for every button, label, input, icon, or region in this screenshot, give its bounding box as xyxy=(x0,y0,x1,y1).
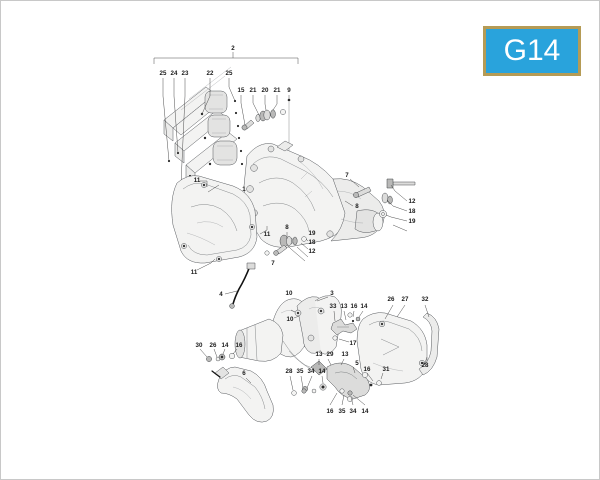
callout-11-c: 11 xyxy=(191,269,198,276)
callout-16-c: 16 xyxy=(364,366,371,373)
callout-25-b: 25 xyxy=(226,70,233,77)
intake-hardware xyxy=(241,98,291,152)
callout-17: 17 xyxy=(350,340,357,347)
airbox-body xyxy=(243,140,385,248)
callout-16-a: 16 xyxy=(236,342,243,349)
muffler xyxy=(211,366,274,423)
right-leaders xyxy=(385,184,408,232)
callout-8-upper: 8 xyxy=(355,203,359,210)
exhaust-manifold xyxy=(234,295,342,372)
callout-19: 19 xyxy=(409,218,416,225)
callout-19-b: 19 xyxy=(309,230,316,237)
callout-16-b: 16 xyxy=(351,303,358,310)
callout-24: 24 xyxy=(171,70,178,77)
breather-hose xyxy=(224,262,256,309)
callout-15: 15 xyxy=(238,87,245,94)
callout-14-d: 14 xyxy=(362,408,369,415)
callout-14-a: 14 xyxy=(222,342,229,349)
callout-35-b: 35 xyxy=(339,408,346,415)
callout-9: 9 xyxy=(287,87,291,94)
callout-6: 6 xyxy=(242,370,246,377)
callout-28-b: 28 xyxy=(422,362,429,369)
callout-12: 12 xyxy=(409,198,416,205)
callout-22: 22 xyxy=(207,70,214,77)
callout-29: 29 xyxy=(327,351,334,358)
callout-8: 8 xyxy=(285,224,289,231)
callout-31: 31 xyxy=(383,366,390,373)
callout-28-a: 28 xyxy=(286,368,293,375)
callout-23: 23 xyxy=(182,70,189,77)
callout-11-b: 11 xyxy=(264,231,271,238)
callout-bracket-2 xyxy=(153,52,299,64)
bottom-hardware xyxy=(329,388,366,406)
callout-18-b: 18 xyxy=(309,239,316,246)
diagram-badge-label: G14 xyxy=(503,34,561,67)
callout-11-a: 11 xyxy=(194,177,201,184)
callout-16-d: 16 xyxy=(327,408,334,415)
callout-34-b: 34 xyxy=(350,408,357,415)
callout-7-upper: 7 xyxy=(345,172,349,179)
callout-34-a: 34 xyxy=(308,368,315,375)
bottom-left-hardware xyxy=(289,375,324,396)
bolt-7-upper xyxy=(349,178,372,198)
callout-13-b: 13 xyxy=(316,351,323,358)
callout-33: 33 xyxy=(330,303,337,310)
shield-bracket xyxy=(330,310,364,343)
cover-leaders xyxy=(196,180,268,271)
callout-10-b: 10 xyxy=(287,316,294,323)
mid-leaders xyxy=(286,232,309,262)
callout-32: 32 xyxy=(422,296,429,303)
callout-13-a: 13 xyxy=(341,303,348,310)
manifold-leaders xyxy=(290,296,329,319)
callout-14-c: 14 xyxy=(319,368,326,375)
callout-27: 27 xyxy=(402,296,409,303)
mid-hardware xyxy=(264,234,307,256)
callout-2: 2 xyxy=(231,45,235,52)
callout-4: 4 xyxy=(219,291,223,298)
top-mid-leaders xyxy=(240,95,290,126)
callout-26-b: 26 xyxy=(388,296,395,303)
callout-30: 30 xyxy=(196,342,203,349)
callout-14-b: 14 xyxy=(361,303,368,310)
top-left-leaders xyxy=(162,78,236,185)
callout-20: 20 xyxy=(262,87,269,94)
callout-3: 3 xyxy=(330,290,334,297)
callout-26-a: 26 xyxy=(210,342,217,349)
callout-13-c: 13 xyxy=(342,351,349,358)
lower-left-hardware xyxy=(199,348,238,362)
callout-21-a: 21 xyxy=(250,87,257,94)
callout-7: 7 xyxy=(271,260,275,267)
intake-tube-assembly xyxy=(163,66,244,186)
bolt-8-upper xyxy=(344,200,354,207)
callout-35-a: 35 xyxy=(297,368,304,375)
diagram-badge: G14 xyxy=(483,26,581,76)
callout-25-a: 25 xyxy=(160,70,167,77)
heat-shield xyxy=(356,304,440,386)
callout-12-b: 12 xyxy=(309,248,316,255)
callout-21-b: 21 xyxy=(274,87,281,94)
callout-18: 18 xyxy=(409,208,416,215)
callout-5: 5 xyxy=(355,360,359,367)
callout-1: 1 xyxy=(242,186,246,193)
airbox-cover xyxy=(171,175,258,264)
callout-10-a: 10 xyxy=(286,290,293,297)
